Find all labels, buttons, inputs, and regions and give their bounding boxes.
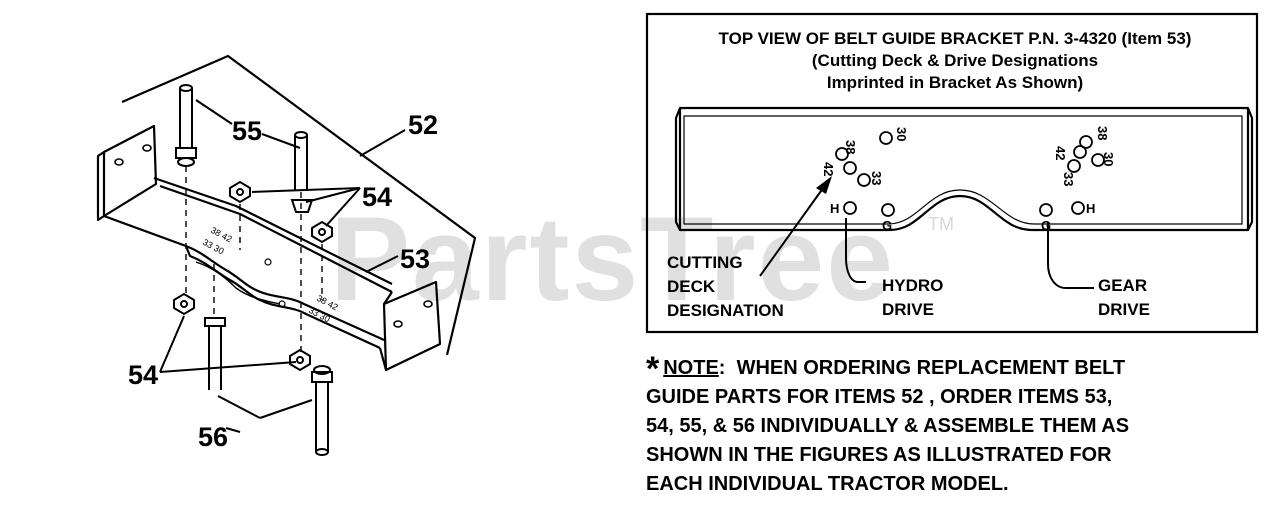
- inset-title-line-1: TOP VIEW OF BELT GUIDE BRACKET P.N. 3-43…: [718, 29, 1192, 48]
- hole-label-left-33: 33: [869, 171, 884, 185]
- hole-label-right-G: G: [1041, 218, 1051, 233]
- note-line-2: GUIDE PARTS FOR ITEMS 52 , ORDER ITEMS 5…: [646, 386, 1113, 408]
- item-54-nuts: [173, 180, 333, 372]
- bracket-flange-holes: [114, 144, 433, 328]
- label-cutting-deck-line2: DECK: [667, 277, 716, 296]
- hole-label-right-H: H: [1086, 201, 1095, 216]
- note-heading: NOTE: [663, 357, 719, 379]
- callout-53: 53: [400, 244, 430, 274]
- ordering-note: *NOTE: WHEN ORDERING REPLACEMENT BELT GU…: [646, 352, 1256, 499]
- hole-label-right-42: 42: [1053, 146, 1068, 160]
- note-line1-text: WHEN ORDERING REPLACEMENT BELT: [736, 357, 1126, 379]
- callout-54-top: 54: [362, 182, 392, 212]
- hole-label-left-G: G: [882, 218, 892, 233]
- inset-title: TOP VIEW OF BELT GUIDE BRACKET P.N. 3-43…: [650, 28, 1260, 94]
- inset-leaders: [759, 183, 1094, 289]
- hole-label-right-30: 30: [1101, 152, 1116, 166]
- hole-label-left-42: 42: [821, 162, 836, 176]
- item-53-bracket: [96, 124, 442, 372]
- hole-label-right-38: 38: [1095, 126, 1110, 140]
- label-gear-line1: GEAR: [1098, 276, 1147, 295]
- note-line-5: EACH INDIVIDUAL TRACTOR MODEL.: [646, 473, 1009, 495]
- callout-56: 56: [198, 422, 228, 452]
- leader-lines: [159, 99, 406, 433]
- callout-52: 52: [408, 110, 438, 140]
- inset-title-line-3: Imprinted in Bracket As Shown): [826, 73, 1084, 92]
- note-asterisk: *: [646, 350, 660, 388]
- label-gear-line2: DRIVE: [1098, 300, 1150, 319]
- cutting-deck-arrowhead: [816, 176, 832, 194]
- inset-bracket-outline: [674, 106, 1254, 232]
- watermark-trademark: TM: [928, 214, 954, 234]
- note-line-3: 54, 55, & 56 INDIVIDUALLY & ASSEMBLE THE…: [646, 415, 1130, 437]
- alignment-dashes: [185, 166, 323, 352]
- label-cutting-deck-line3: DESIGNATION: [667, 301, 784, 320]
- label-cutting-deck-line1: CUTTING: [667, 253, 743, 272]
- note-line-4: SHOWN IN THE FIGURES AS ILLUSTRATED FOR: [646, 444, 1112, 466]
- hole-label-right-33: 33: [1061, 172, 1076, 186]
- note-line-1: *NOTE: WHEN ORDERING REPLACEMENT BELT: [646, 352, 1256, 386]
- note-colon: :: [718, 357, 726, 379]
- inset-holes-right: [1039, 135, 1105, 217]
- inset-frame: [645, 12, 1259, 334]
- callout-55: 55: [232, 116, 262, 146]
- hole-label-left-H: H: [830, 201, 839, 216]
- inset-holes-left: [835, 131, 895, 217]
- label-hydro-line2: DRIVE: [882, 300, 934, 319]
- item-56-bolts: [204, 317, 333, 456]
- label-hydro-line1: HYDRO: [882, 276, 943, 295]
- hole-label-left-38: 38: [843, 140, 858, 154]
- callout-54-bottom: 54: [128, 360, 158, 390]
- hole-label-left-30: 30: [894, 127, 909, 141]
- item-52-panel: [121, 54, 477, 356]
- inset-title-line-2: (Cutting Deck & Drive Designations: [811, 51, 1099, 70]
- item-55-studs: [175, 84, 308, 190]
